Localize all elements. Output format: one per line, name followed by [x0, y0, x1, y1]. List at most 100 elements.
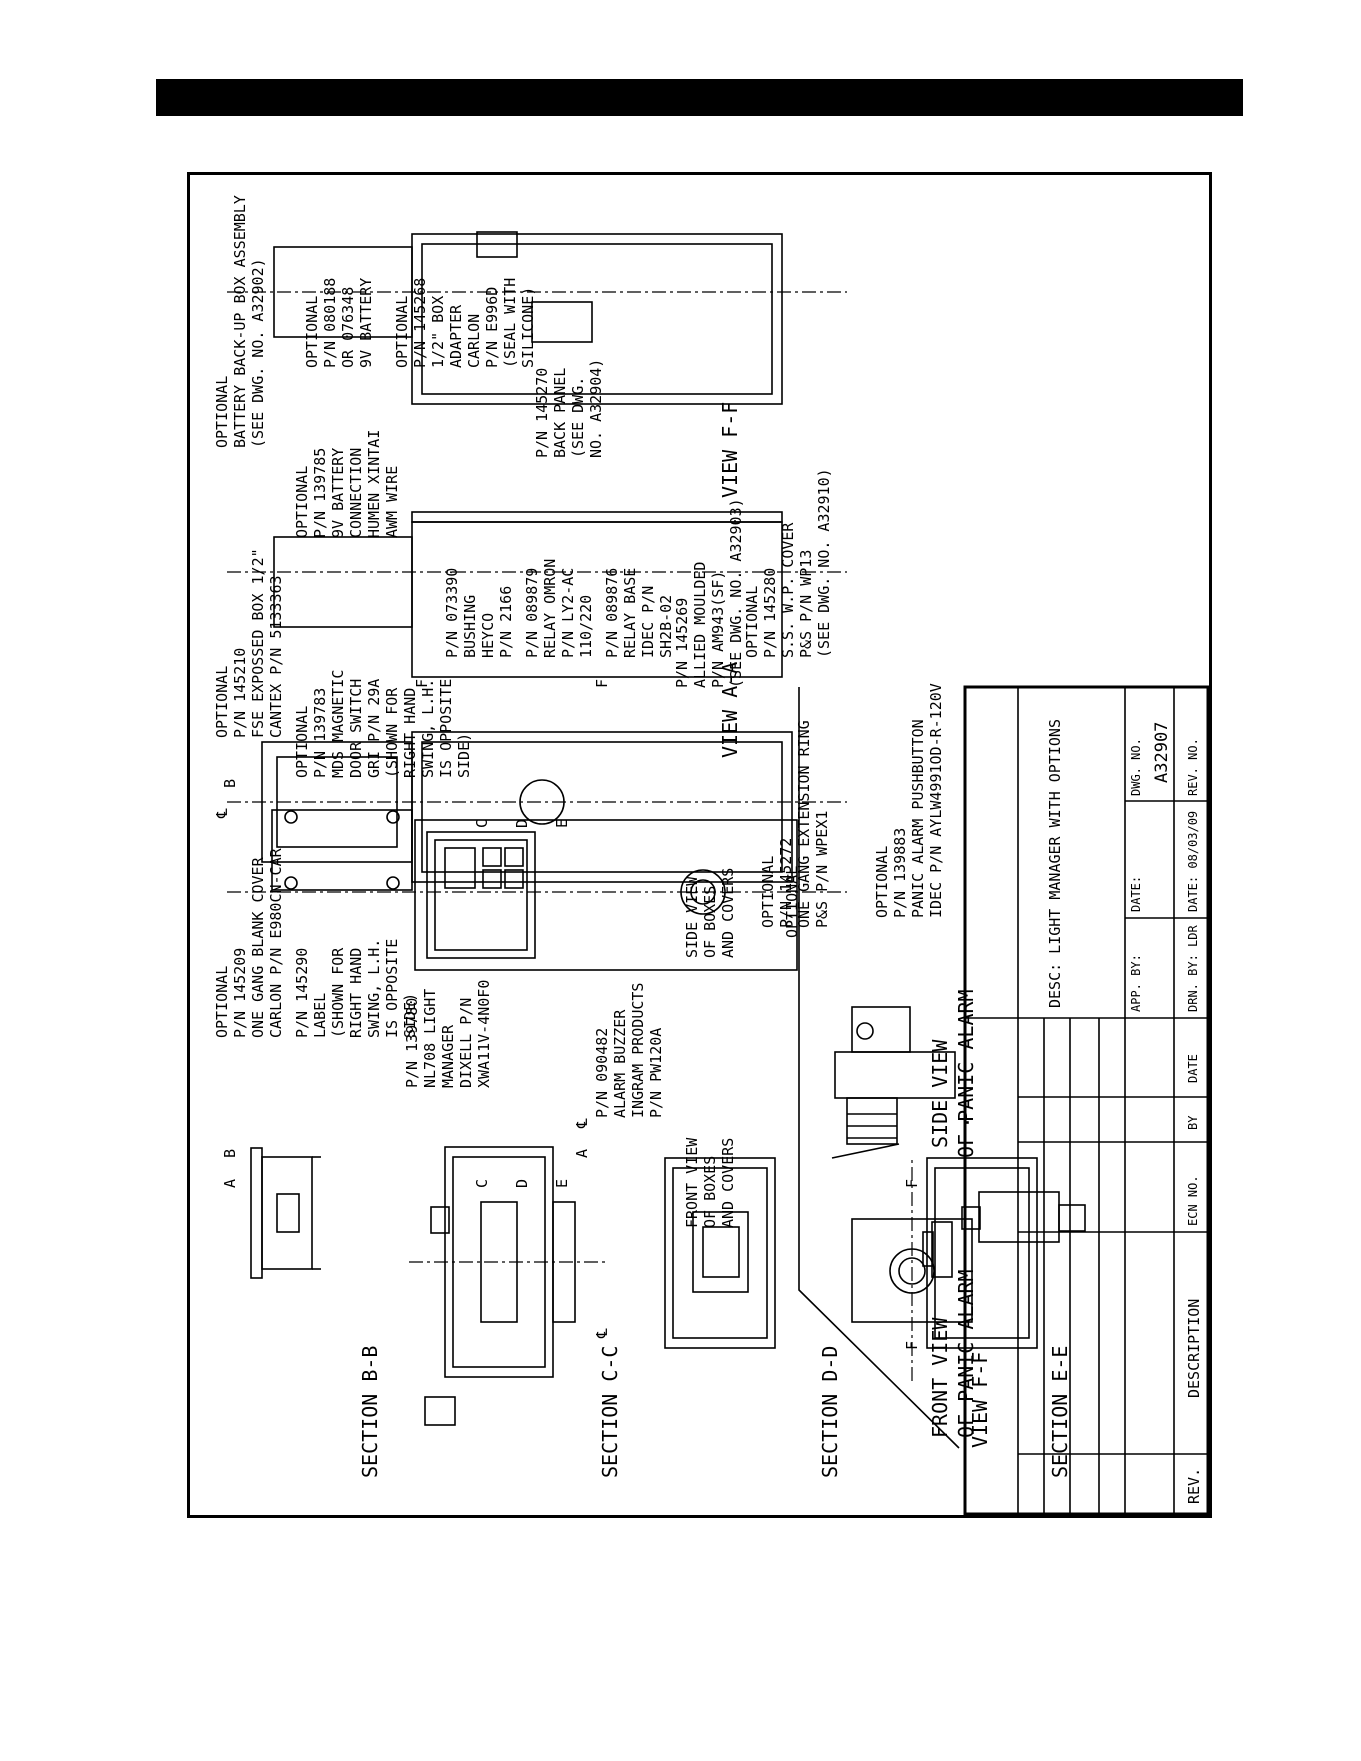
svg-text:P&S P/N WPEX1: P&S P/N WPEX1: [813, 811, 831, 928]
view-ff-label-2: VIEW F-F: [968, 1352, 992, 1448]
battery-conn-note: OPTIONAL P/N 139785 9V BATTERY CONNECTIO…: [293, 430, 401, 538]
svg-text:IS OPPOSITE: IS OPPOSITE: [437, 679, 455, 778]
svg-text:110/220: 110/220: [577, 595, 595, 658]
svg-text:(SHOWN FOR: (SHOWN FOR: [329, 947, 347, 1038]
svg-text:AND COVERS: AND COVERS: [719, 1138, 737, 1228]
svg-text:C: C: [473, 819, 491, 828]
section-markers: A B B C D E C D E A F F ℄ ℄ ℄: [213, 679, 611, 1339]
svg-text:(SEE DWG. NO. A32902): (SEE DWG. NO. A32902): [249, 258, 267, 448]
tb-rev-header: REV.: [1185, 1468, 1203, 1504]
svg-text:PANIC ALARM PUSHBUTTON: PANIC ALARM PUSHBUTTON: [909, 719, 927, 918]
svg-text:FRONT VIEW: FRONT VIEW: [683, 1137, 701, 1228]
svg-text:FSE EXPOSSED BOX 1/2": FSE EXPOSSED BOX 1/2": [249, 548, 267, 738]
svg-text:CANTEX P/N 5133363: CANTEX P/N 5133363: [267, 575, 285, 738]
svg-text:P/N 145269: P/N 145269: [673, 598, 691, 688]
svg-text:9V BATTERY: 9V BATTERY: [329, 448, 347, 538]
section-bb-drawing: [250, 1147, 321, 1279]
section-cc-label: SECTION C-C: [598, 1346, 622, 1478]
svg-text:SIDE): SIDE): [455, 733, 473, 778]
arrow-f-lbl-1: F: [903, 1341, 921, 1350]
svg-text:E: E: [553, 1179, 571, 1188]
rotated-sheet: REV. DESCRIPTION ECN NO. BY DATE DESC: L…: [358, 683, 1210, 1516]
svg-text:9V BATTERY: 9V BATTERY: [357, 278, 375, 368]
svg-text:P/N 2166: P/N 2166: [497, 586, 515, 658]
svg-text:ONE GANG EXTENSION RING: ONE GANG EXTENSION RING: [795, 720, 813, 928]
tb-rev-no-label: REV. NO.: [1186, 738, 1200, 796]
section-cc-drawing: [409, 1146, 607, 1426]
panic-alarm-boundary: [798, 687, 960, 1449]
side-view-boxes: [227, 511, 847, 678]
svg-text:NO. A32904): NO. A32904): [587, 359, 605, 458]
svg-text:CARLON P/N E980CN-CAR: CARLON P/N E980CN-CAR: [267, 847, 285, 1038]
svg-text:XWA11V-4N0F0: XWA11V-4N0F0: [475, 980, 493, 1088]
svg-text:SH2B-02: SH2B-02: [657, 595, 675, 658]
svg-text:1/2" BOX: 1/2" BOX: [429, 296, 447, 368]
svg-text:IDEC P/N AYLW4991OD-R-120V: IDEC P/N AYLW4991OD-R-120V: [927, 683, 945, 918]
note-col1: OPTIONAL P/N 145209 ONE GANG BLANK COVER…: [213, 847, 285, 1038]
svg-text:P&S P/N WP13: P&S P/N WP13: [797, 550, 815, 658]
relay-base-note: P/N 089876 RELAY BASE IDEC P/N SH2B-02: [603, 568, 675, 658]
moulded-note: P/N 145269 ALLIED MOULDED P/N AM943(SF) …: [673, 498, 745, 688]
tb-dwg-no-label: DWG. NO.: [1129, 738, 1143, 796]
svg-text:OPTIONAL: OPTIONAL: [293, 706, 311, 778]
svg-text:SILICONE): SILICONE): [519, 287, 537, 368]
extension-ring-note: OPTIONAL P/N 145272 ONE GANG EXTENSION R…: [759, 720, 831, 928]
svg-text:P/N 145209: P/N 145209: [231, 948, 249, 1038]
svg-text:S.S. W.P. COVER: S.S. W.P. COVER: [779, 522, 797, 658]
wp-cover-note-text: OPTIONAL P/N 145280 S.S. W.P. COVER P&S …: [743, 468, 833, 658]
svg-text:AWM WIRE: AWM WIRE: [383, 466, 401, 538]
front-view-boxes: [227, 809, 847, 971]
svg-text:P/N 139883: P/N 139883: [891, 828, 909, 918]
svg-text:C: C: [473, 1179, 491, 1188]
svg-text:HUMEN XINTAI: HUMEN XINTAI: [365, 430, 383, 538]
svg-text:OPTIONAL: OPTIONAL: [393, 296, 411, 368]
svg-text:RELAY BASE: RELAY BASE: [621, 568, 639, 658]
svg-text:P/N 089876: P/N 089876: [603, 568, 621, 658]
light-manager-note: P/N 139780 NL708 LIGHT MANAGER DIXELL P/…: [403, 980, 493, 1088]
section-ee-drawing: [922, 1157, 1038, 1349]
svg-text:P/N 145268: P/N 145268: [411, 278, 429, 368]
svg-text:DIXELL P/N: DIXELL P/N: [457, 998, 475, 1088]
side-view-boxes-label: SIDE VIEW OF BOXES AND COVERS: [683, 868, 737, 958]
svg-text:P/N 145280: P/N 145280: [761, 568, 779, 658]
label-note: P/N 145290 LABEL (SHOWN FOR RIGHT HAND S…: [293, 939, 419, 1038]
svg-text:P/N 139780: P/N 139780: [403, 998, 421, 1088]
drawing-frame: [187, 172, 1212, 1518]
back-panel-note: P/N 145270 BACK PANEL (SEE DWG. NO. A329…: [533, 359, 605, 458]
section-ee-label: SECTION E-E: [1048, 1346, 1072, 1478]
svg-text:MDS MAGNETIC: MDS MAGNETIC: [329, 670, 347, 778]
svg-text:RIGHT HAND: RIGHT HAND: [401, 688, 419, 778]
svg-text:P/N 145270: P/N 145270: [533, 368, 551, 458]
tb-drn-by: DRN. BY: LDR: [1186, 925, 1200, 1012]
svg-text:BATTERY BACK-UP BOX ASSEMBLY: BATTERY BACK-UP BOX ASSEMBLY: [231, 195, 249, 448]
note-col4: OPTIONAL P/N 080188 OR 076348 9V BATTERY: [303, 278, 375, 368]
tb-app-by: APP. BY:: [1129, 954, 1143, 1012]
view-ff-pushbutton-drawing: [961, 1191, 1086, 1243]
svg-text:INGRAM PRODUCTS: INGRAM PRODUCTS: [629, 983, 647, 1118]
tb-ecn-header: ECN NO.: [1186, 1175, 1200, 1226]
tb-dwg-no: A32907: [1152, 722, 1172, 783]
svg-text:RIGHT HAND: RIGHT HAND: [347, 948, 365, 1038]
section-dd-drawing: [664, 1157, 776, 1349]
svg-text:MANAGER: MANAGER: [439, 1024, 457, 1088]
svg-text:OPTIONAL: OPTIONAL: [293, 466, 311, 538]
svg-text:P/N 080188: P/N 080188: [321, 278, 339, 368]
svg-text:B: B: [221, 1149, 239, 1158]
svg-text:BACK PANEL: BACK PANEL: [551, 368, 569, 458]
svg-text:(SEAL WITH: (SEAL WITH: [501, 278, 519, 368]
svg-text:BUSHING: BUSHING: [461, 595, 479, 658]
svg-text:ONE GANG BLANK COVER: ONE GANG BLANK COVER: [249, 856, 267, 1038]
svg-text:(SEE DWG.: (SEE DWG.: [569, 377, 587, 458]
note-col3: OPTIONAL BATTERY BACK-UP BOX ASSEMBLY (S…: [213, 195, 267, 448]
tb-date-header: DATE: [1186, 1054, 1200, 1083]
bushing-note: P/N 073390 BUSHING HEYCO P/N 2166: [443, 568, 515, 658]
svg-text:P/N LY2-AC: P/N LY2-AC: [559, 568, 577, 658]
svg-text:OPTIONAL: OPTIONAL: [873, 846, 891, 918]
tb-by-header: BY: [1186, 1115, 1200, 1130]
section-dd-label: SECTION D-D: [818, 1346, 842, 1478]
svg-text:GRI P/N 29A: GRI P/N 29A: [365, 679, 383, 778]
svg-text:AND COVERS: AND COVERS: [719, 868, 737, 958]
view-ff-drawing: [227, 731, 847, 883]
svg-text:D: D: [513, 1179, 531, 1188]
tb-date-label: DATE:: [1129, 876, 1143, 912]
